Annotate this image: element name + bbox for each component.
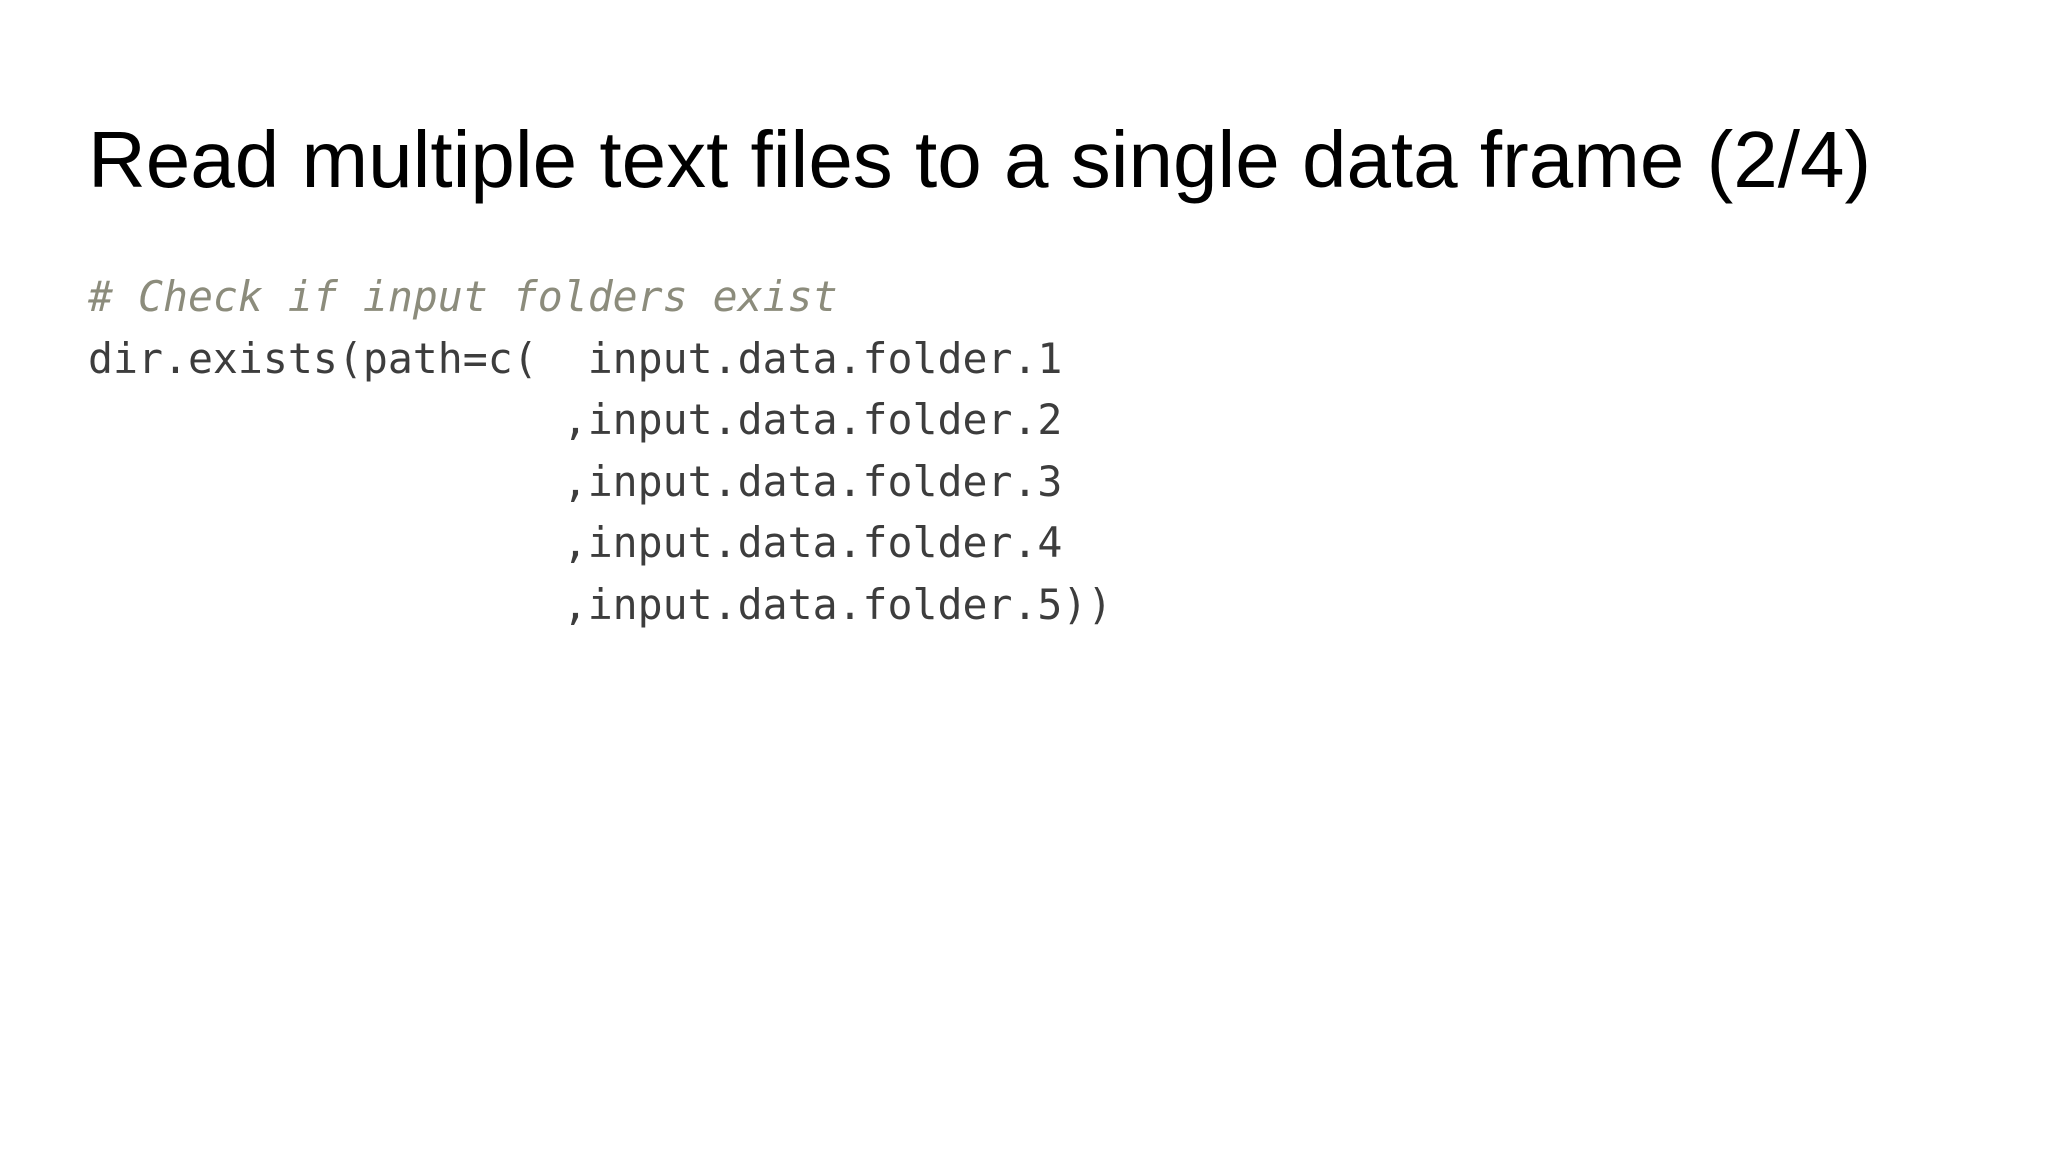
- code-block: # Check if input folders exist dir.exist…: [88, 266, 1112, 635]
- code-line-4: ,input.data.folder.4: [88, 518, 1063, 567]
- code-line-1: dir.exists(path=c( input.data.folder.1: [88, 333, 1063, 383]
- slide-title: Read multiple text files to a single dat…: [88, 115, 1872, 204]
- code-comment-line: # Check if input folders exist: [88, 272, 838, 321]
- code-line-2: ,input.data.folder.2: [88, 395, 1063, 444]
- code-line-5: ,input.data.folder.5)): [88, 579, 1113, 629]
- code-line-3: ,input.data.folder.3: [88, 456, 1063, 506]
